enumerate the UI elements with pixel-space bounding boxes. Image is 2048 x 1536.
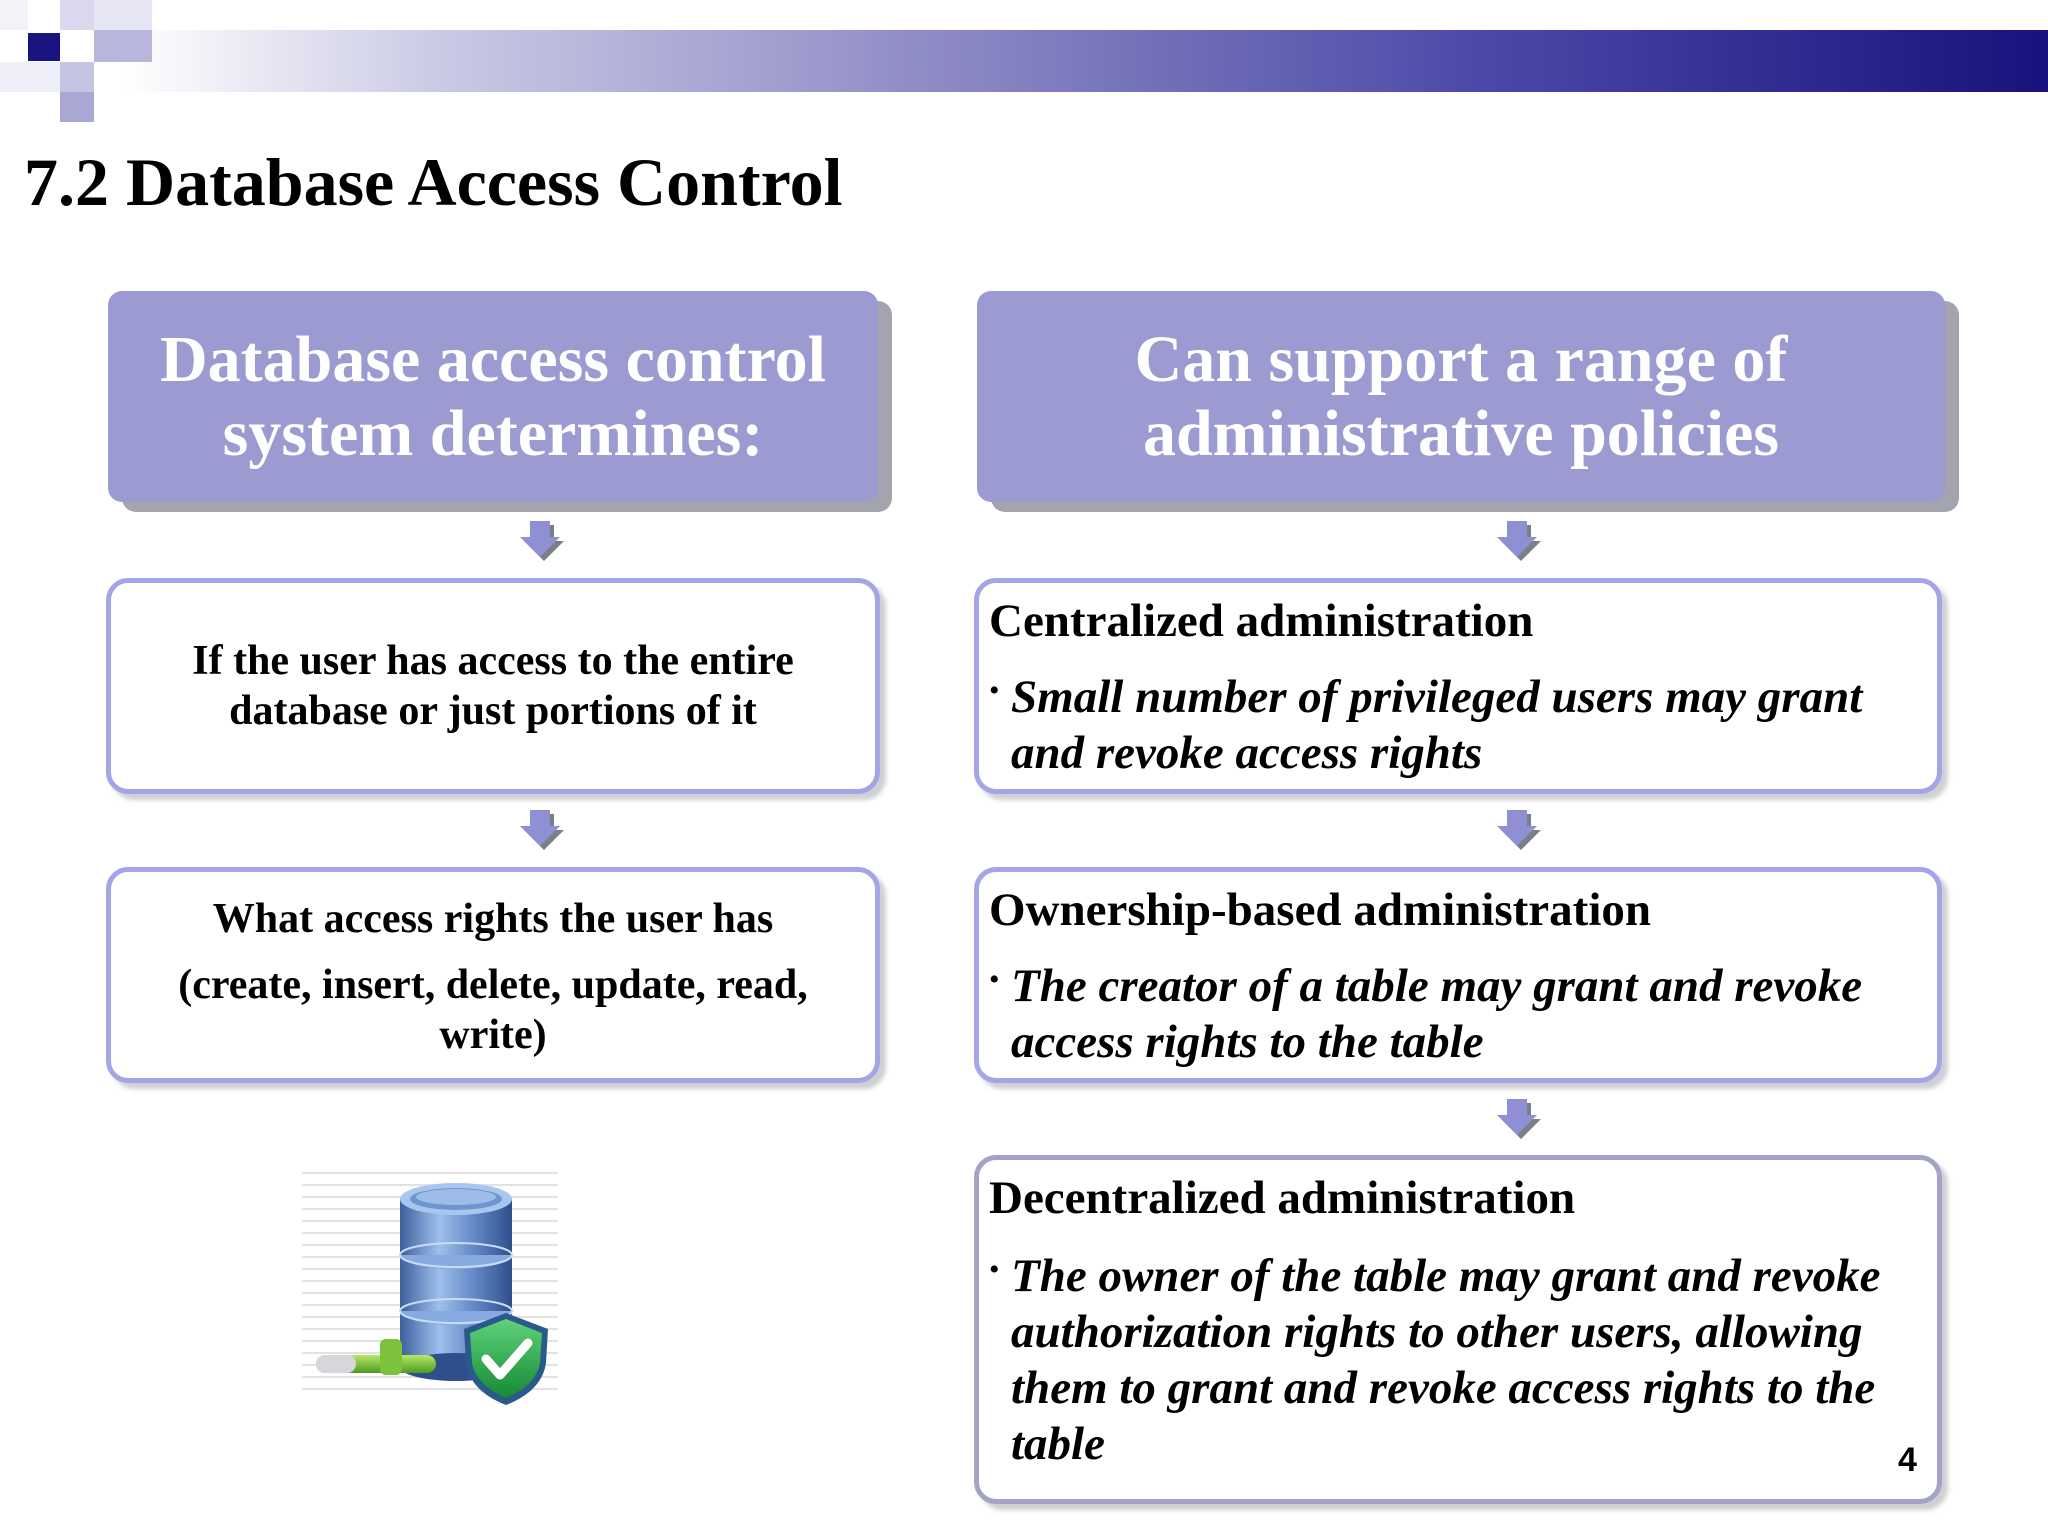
box-line: (create, insert, delete, update, read, <box>178 962 808 1008</box>
banner-square <box>0 62 60 92</box>
bullet-text: The creator of a table may grant and rev… <box>1011 960 1863 1068</box>
box-line: What access rights the user has <box>212 896 774 942</box>
left-header-box: Database access control system determine… <box>108 291 878 502</box>
title-banner <box>0 30 2048 92</box>
box-title: Decentralized administration <box>989 1172 1576 1224</box>
bullet-item: • The creator of a table may grant and r… <box>989 958 1917 1070</box>
bullet-icon: • <box>989 963 1000 996</box>
banner-square <box>60 92 94 122</box>
box-title: Centralized administration <box>989 595 1534 647</box>
database-shield-icon <box>302 1163 558 1405</box>
ownership-admin-box: Ownership-based administration • The cre… <box>974 867 1942 1083</box>
down-arrow-icon <box>1497 1099 1543 1143</box>
box-line: write) <box>439 1012 547 1058</box>
access-scope-box: If the user has access to the entire dat… <box>106 578 880 794</box>
centralized-admin-box: Centralized administration • Small numbe… <box>974 578 1942 794</box>
banner-square <box>94 0 152 30</box>
bullet-icon: • <box>989 1253 1000 1286</box>
bullet-icon: • <box>989 674 1000 707</box>
banner-square <box>60 0 94 30</box>
banner-square <box>60 62 94 92</box>
access-rights-box: What access rights the user has (create,… <box>106 867 880 1083</box>
left-header-text: Database access control system determine… <box>160 322 826 470</box>
banner-square <box>0 0 28 30</box>
banner-square <box>94 30 152 62</box>
bullet-item: • Small number of privileged users may g… <box>989 669 1917 781</box>
bullet-item: • The owner of the table may grant and r… <box>989 1248 1917 1472</box>
decentralized-admin-box: Decentralized administration • The owner… <box>974 1155 1942 1504</box>
down-arrow-icon <box>520 521 566 565</box>
down-arrow-icon <box>1497 810 1543 854</box>
bullet-text: The owner of the table may grant and rev… <box>1011 1250 1881 1470</box>
down-arrow-icon <box>520 810 566 854</box>
bullet-text: Small number of privileged users may gra… <box>1011 671 1863 779</box>
right-header-text: Can support a range of administrative po… <box>1134 322 1788 470</box>
banner-square-dark <box>28 33 60 61</box>
box-line: database or just portions of it <box>229 688 757 734</box>
box-title: Ownership-based administration <box>989 884 1652 936</box>
down-arrow-icon <box>1497 521 1543 565</box>
slide-title: 7.2 Database Access Control <box>24 144 843 220</box>
page-number: 4 <box>1898 1441 1917 1479</box>
box-line: If the user has access to the entire <box>192 638 794 684</box>
right-header-box: Can support a range of administrative po… <box>977 291 1945 502</box>
